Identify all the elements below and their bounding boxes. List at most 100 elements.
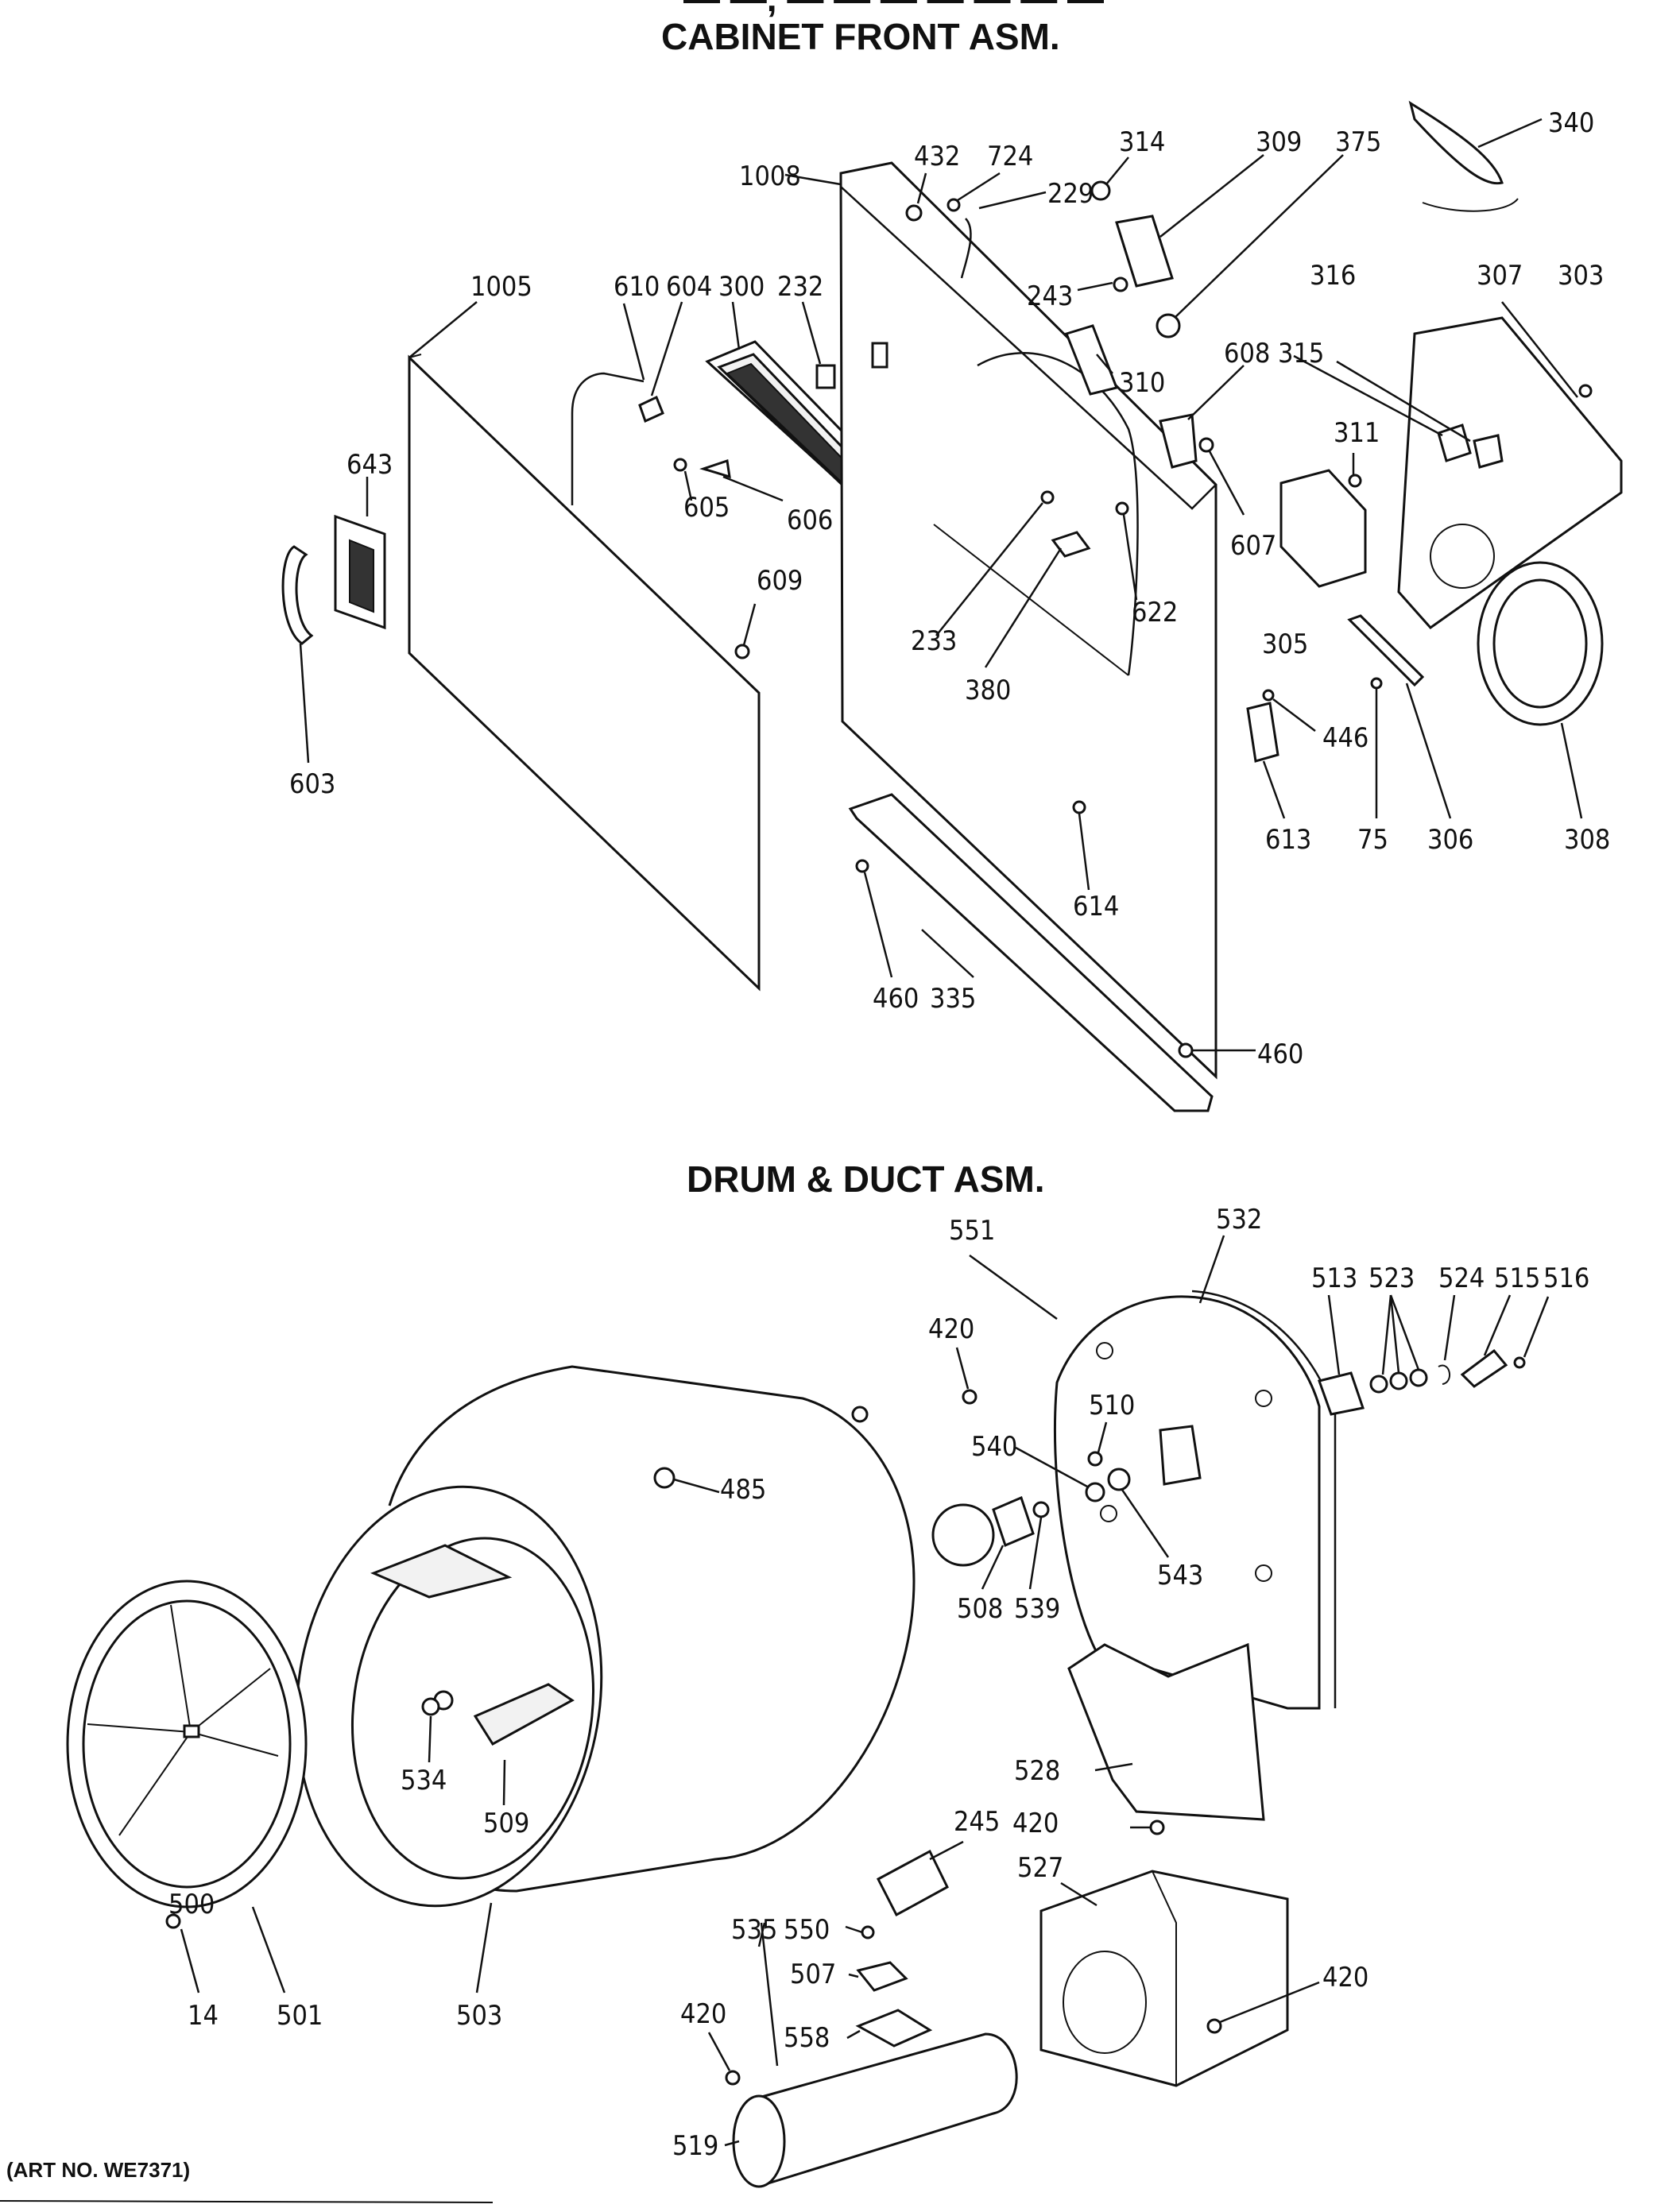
- label-460-right: 460: [1257, 1038, 1303, 1070]
- bearing-513: [1318, 1371, 1365, 1416]
- label-311: 311: [1334, 417, 1380, 449]
- cabinet-front-asm-title: CABINET FRONT ASM.: [661, 16, 1060, 57]
- label-1005: 1005: [470, 271, 532, 303]
- label-380: 380: [965, 675, 1011, 706]
- bracket-613: [1246, 702, 1279, 763]
- label-508: 508: [957, 1593, 1003, 1625]
- screw-420c: [725, 2070, 741, 2086]
- label-523: 523: [1368, 1263, 1415, 1294]
- label-233: 233: [911, 625, 957, 657]
- bracket-307: [1397, 316, 1623, 630]
- toe-strip-335: [848, 793, 1214, 1112]
- label-229: 229: [1047, 178, 1094, 210]
- label-604: 604: [666, 271, 712, 303]
- label-232: 232: [777, 271, 823, 303]
- screw-724: [947, 198, 961, 212]
- part-316: [1473, 434, 1504, 469]
- label-527: 527: [1017, 1852, 1063, 1884]
- label-540: 540: [971, 1431, 1017, 1463]
- part-380: [1051, 531, 1091, 558]
- screw-14: [165, 1913, 181, 1929]
- pulley-508: [931, 1503, 995, 1567]
- rear-bulkhead-551: [1053, 1290, 1337, 1710]
- washer-540: [1085, 1482, 1105, 1502]
- screw-614: [1072, 800, 1086, 814]
- label-551: 551: [949, 1215, 995, 1247]
- label-535: 535: [731, 1914, 777, 1946]
- bracket-515: [1460, 1348, 1508, 1388]
- label-608: 608: [1224, 338, 1270, 369]
- label-524: 524: [1438, 1263, 1485, 1294]
- label-300: 300: [718, 271, 765, 303]
- screw-622: [1115, 501, 1129, 516]
- label-609: 609: [757, 565, 803, 597]
- drum-duct-asm-title: DRUM & DUCT ASM.: [687, 1158, 1045, 1200]
- label-509: 509: [483, 1808, 529, 1839]
- drum-duct-group: [66, 1290, 1526, 2188]
- label-245: 245: [954, 1806, 1000, 1838]
- art-number: (ART NO. WE7371): [6, 2158, 190, 2182]
- label-420-mid: 420: [1012, 1808, 1059, 1839]
- bracket-306: [1347, 614, 1425, 687]
- label-603: 603: [289, 768, 335, 800]
- label-724: 724: [987, 141, 1033, 172]
- label-613: 613: [1265, 824, 1311, 856]
- label-314: 314: [1119, 126, 1165, 158]
- heater-housing-527: [1039, 1870, 1289, 2087]
- label-243: 243: [1027, 280, 1073, 312]
- label-516: 516: [1543, 1263, 1589, 1294]
- label-622: 622: [1132, 597, 1178, 628]
- spacer-543: [1107, 1468, 1131, 1491]
- label-420-top: 420: [928, 1313, 974, 1345]
- screw-460a: [855, 859, 869, 873]
- label-539: 539: [1014, 1593, 1060, 1625]
- label-510: 510: [1089, 1390, 1135, 1421]
- screw-420a: [962, 1389, 977, 1405]
- label-432: 432: [914, 141, 960, 172]
- wire-229: [960, 218, 972, 279]
- label-315: 315: [1278, 338, 1324, 369]
- hub-508: [992, 1495, 1035, 1548]
- label-558: 558: [784, 2022, 830, 2054]
- screw-303: [1578, 384, 1593, 398]
- cabinet-leader-lines: [299, 118, 1583, 1052]
- label-485: 485: [720, 1474, 766, 1506]
- vent-grille-643: [334, 514, 386, 630]
- label-303: 303: [1558, 260, 1604, 292]
- roller-485: [653, 1467, 676, 1489]
- label-501: 501: [277, 2000, 323, 2032]
- drum-503: [295, 1365, 916, 1908]
- label-420-low: 420: [680, 1998, 726, 2030]
- ring-spokes-500: [87, 1604, 279, 1836]
- label-310: 310: [1119, 367, 1165, 399]
- screw-233: [1040, 490, 1055, 505]
- screw-516: [1513, 1356, 1526, 1369]
- part-314: [1090, 180, 1111, 201]
- bracket-309: [1115, 215, 1174, 288]
- label-543: 543: [1157, 1560, 1203, 1591]
- plate-310: [1065, 324, 1119, 396]
- label-14: 14: [188, 2000, 219, 2032]
- plate-245: [876, 1849, 949, 1917]
- label-460-left: 460: [873, 983, 919, 1015]
- top-partial-title: — —, — — — — — — —: [683, 0, 1104, 19]
- clip-432: [905, 204, 923, 222]
- drum-leader-lines: [180, 1235, 1550, 2147]
- screw-243: [1113, 276, 1128, 292]
- label-503: 503: [456, 2000, 502, 2032]
- washer-446: [1262, 689, 1275, 702]
- door-handle-603: [281, 545, 314, 645]
- washer-523a: [1369, 1375, 1388, 1394]
- label-519: 519: [672, 2130, 718, 2162]
- label-550: 550: [784, 1914, 830, 1946]
- label-340: 340: [1548, 107, 1594, 139]
- label-606: 606: [787, 505, 833, 536]
- label-528: 528: [1014, 1755, 1060, 1787]
- screw-550: [861, 1925, 875, 1939]
- bottom-rule: [0, 2200, 494, 2203]
- label-306: 306: [1427, 824, 1473, 856]
- screw-510: [1087, 1451, 1103, 1467]
- label-1008: 1008: [739, 160, 801, 192]
- drum-labels: 551 532 513 523 524 515 516 420 510 540 …: [168, 1204, 1589, 2162]
- clip-311: [1348, 474, 1362, 488]
